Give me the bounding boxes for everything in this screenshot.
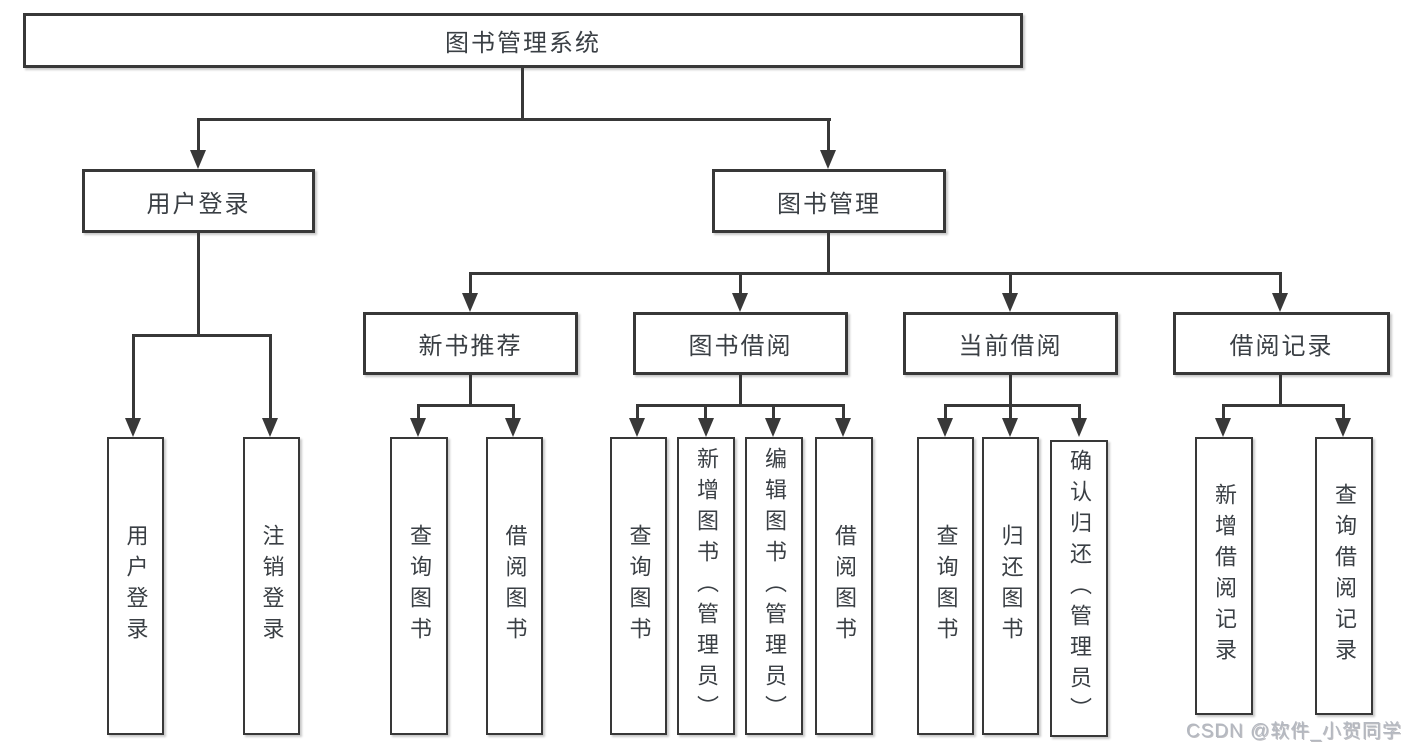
connector-line: [469, 272, 472, 295]
connector-line: [197, 233, 200, 336]
node-current-borrow: 当前借阅: [903, 312, 1118, 375]
arrowhead-icon: [505, 418, 521, 437]
arrowhead-icon: [262, 418, 278, 437]
leaf-logout: 注销登录: [243, 437, 300, 735]
connector-line: [417, 404, 420, 420]
arrowhead-icon: [410, 418, 426, 437]
arrowhead-icon: [820, 150, 836, 169]
connector-line: [417, 404, 515, 407]
connector-line: [1279, 272, 1282, 295]
connector-line: [739, 272, 742, 295]
connector-line: [944, 404, 947, 420]
leaf-confirm-return-admin: 确认归还（管理员）: [1050, 440, 1108, 737]
arrowhead-icon: [190, 150, 206, 169]
node-new-book-recommend: 新书推荐: [363, 312, 578, 375]
connector-line: [739, 375, 742, 406]
arrowhead-icon: [1215, 418, 1231, 437]
leaf-query-borrow-record: 查询借阅记录: [1315, 437, 1373, 715]
leaf-query-book: 查询图书: [917, 437, 974, 735]
connector-line: [132, 334, 135, 420]
connector-line: [704, 404, 707, 420]
connector-line: [772, 404, 775, 420]
connector-line: [636, 404, 845, 407]
connector-line: [269, 334, 272, 420]
connector-line: [636, 404, 639, 420]
connector-line: [1078, 404, 1081, 420]
node-book-management: 图书管理: [712, 169, 946, 233]
arrowhead-icon: [1002, 418, 1018, 437]
connector-line: [944, 404, 1081, 407]
connector-line: [1009, 272, 1012, 295]
connector-line: [197, 118, 831, 121]
arrowhead-icon: [698, 418, 714, 437]
node-root: 图书管理系统: [23, 13, 1023, 68]
leaf-borrow-book: 借阅图书: [815, 437, 873, 735]
node-borrow-records: 借阅记录: [1173, 312, 1390, 375]
leaf-return-book: 归还图书: [982, 437, 1039, 735]
connector-line: [827, 118, 830, 152]
connector-line: [827, 233, 830, 274]
connector-line: [842, 404, 845, 420]
connector-line: [1342, 404, 1345, 420]
connector-line: [521, 68, 524, 118]
connector-line: [197, 118, 200, 152]
connector-line: [1222, 404, 1345, 407]
leaf-add-book-admin: 新增图书（管理员）: [677, 437, 735, 735]
connector-line: [1009, 404, 1012, 420]
arrowhead-icon: [125, 418, 141, 437]
connector-line: [1009, 375, 1012, 406]
csdn-watermark: CSDN @软件_小贺同学: [1186, 721, 1402, 742]
node-user-login: 用户登录: [82, 169, 315, 233]
leaf-query-book: 查询图书: [390, 437, 448, 735]
leaf-borrow-book: 借阅图书: [486, 437, 543, 735]
arrowhead-icon: [732, 293, 748, 312]
arrowhead-icon: [937, 418, 953, 437]
connector-line: [469, 375, 472, 406]
connector-line: [1279, 375, 1282, 406]
arrowhead-icon: [1335, 418, 1351, 437]
node-book-borrow: 图书借阅: [633, 312, 848, 375]
arrowhead-icon: [835, 418, 851, 437]
leaf-query-book: 查询图书: [610, 437, 667, 735]
leaf-edit-book-admin: 编辑图书（管理员）: [745, 437, 803, 735]
leaf-user-login: 用户登录: [107, 437, 164, 735]
arrowhead-icon: [1071, 418, 1087, 437]
connector-line: [512, 404, 515, 420]
arrowhead-icon: [462, 293, 478, 312]
arrowhead-icon: [1272, 293, 1288, 312]
connector-line: [1222, 404, 1225, 420]
connector-line: [469, 272, 1282, 275]
connector-line: [132, 334, 272, 337]
leaf-add-borrow-record: 新增借阅记录: [1195, 437, 1253, 715]
arrowhead-icon: [765, 418, 781, 437]
arrowhead-icon: [629, 418, 645, 437]
arrowhead-icon: [1002, 293, 1018, 312]
